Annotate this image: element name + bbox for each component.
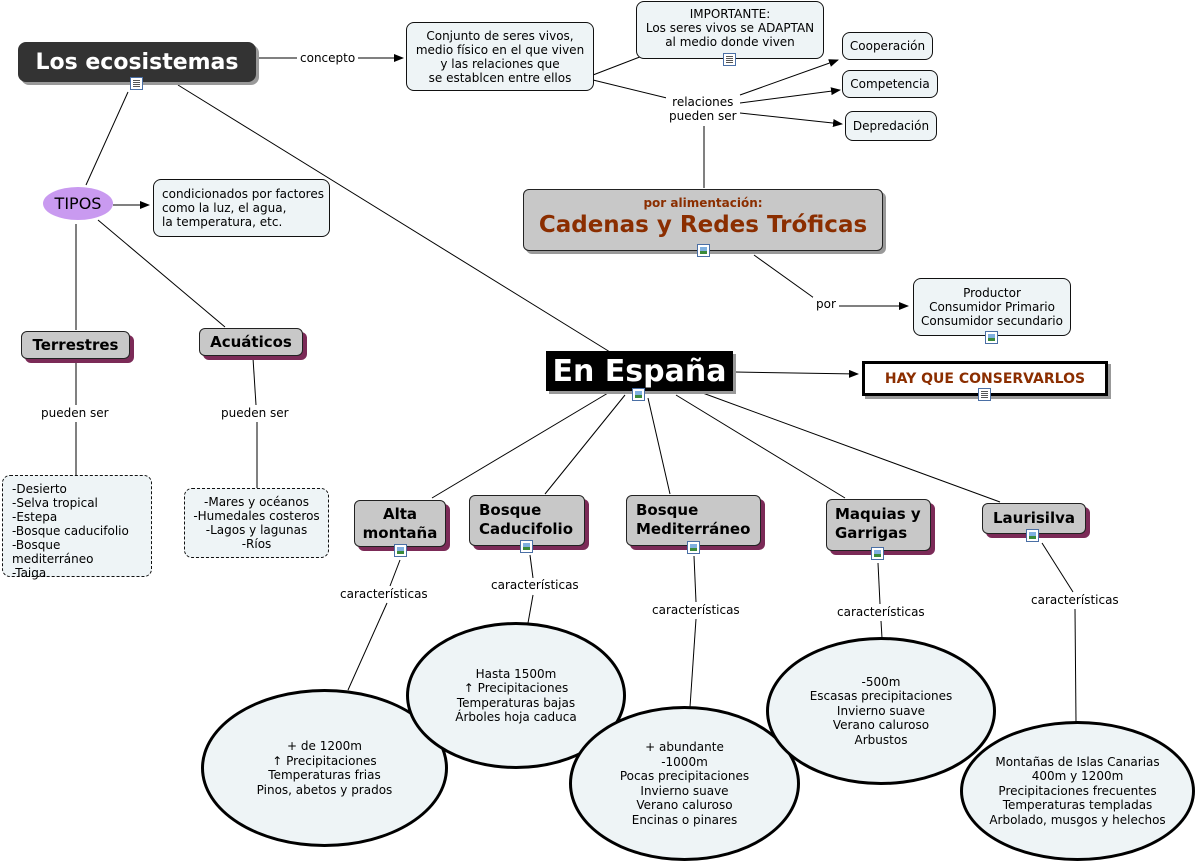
bioma-detail-text: Montañas de Islas Canarias 400m y 1200m … bbox=[989, 754, 1166, 827]
link-caracteristicas: características bbox=[649, 603, 743, 617]
cadenas-node[interactable]: por alimentación: Cadenas y Redes Trófic… bbox=[523, 189, 883, 251]
acuaticos-label: Acuáticos bbox=[210, 332, 292, 351]
bioma-detail-text: Hasta 1500m ↑ Precipitaciones Temperatur… bbox=[455, 666, 577, 725]
bioma-alta-montana-detail[interactable]: + de 1200m ↑ Precipitaciones Temperatura… bbox=[201, 689, 448, 847]
bioma-bosque-caducifolio[interactable]: Bosque Caducifolio bbox=[469, 495, 585, 546]
link-concepto: concepto bbox=[297, 51, 359, 65]
link-pueden-ser-terrestres: pueden ser bbox=[38, 406, 112, 420]
tipos-definition[interactable]: condicionados por factores como la luz, … bbox=[153, 179, 330, 237]
link-relaciones: relaciones pueden ser bbox=[666, 95, 740, 123]
bioma-detail-text: -500m Escasas precipitaciones Invierno s… bbox=[809, 674, 953, 747]
espana-node[interactable]: En España bbox=[546, 351, 733, 391]
link-caracteristicas: características bbox=[1028, 593, 1122, 607]
bioma-maquias-garrigas-detail[interactable]: -500m Escasas precipitaciones Invierno s… bbox=[766, 637, 996, 785]
trofico-node[interactable]: Productor Consumidor Primario Consumidor… bbox=[913, 278, 1071, 336]
bioma-label: Bosque Caducifolio bbox=[479, 501, 573, 538]
acuaticos-list[interactable]: -Mares y océanos -Humedales costeros -La… bbox=[184, 488, 329, 558]
relacion-label: Depredación bbox=[852, 119, 930, 133]
bioma-label: Laurisilva bbox=[992, 509, 1075, 527]
note-icon[interactable] bbox=[723, 53, 736, 66]
title-node[interactable]: Los ecosistemas bbox=[18, 42, 256, 82]
importante-node[interactable]: IMPORTANTE: Los seres vivos se ADAPTAN a… bbox=[636, 1, 824, 59]
terrestres-node[interactable]: Terrestres bbox=[21, 331, 130, 359]
tipos-label: TIPOS bbox=[54, 194, 102, 213]
importante-text: IMPORTANTE: Los seres vivos se ADAPTAN a… bbox=[645, 7, 815, 49]
acuaticos-node[interactable]: Acuáticos bbox=[199, 328, 303, 356]
bioma-laurisilva-detail[interactable]: Montañas de Islas Canarias 400m y 1200m … bbox=[960, 721, 1195, 861]
image-icon[interactable] bbox=[632, 388, 645, 401]
note-icon[interactable] bbox=[978, 388, 991, 401]
relacion-competencia[interactable]: Competencia bbox=[842, 70, 938, 98]
link-caracteristicas: características bbox=[337, 587, 431, 601]
image-icon[interactable] bbox=[1026, 529, 1039, 542]
note-icon[interactable] bbox=[130, 77, 143, 90]
concepto-definition-text: Conjunto de seres vivos, medio físico en… bbox=[415, 28, 585, 85]
bioma-detail-text: + abundante -1000m Pocas precipitaciones… bbox=[619, 740, 750, 827]
link-por: por bbox=[813, 297, 839, 311]
image-icon[interactable] bbox=[394, 544, 407, 557]
terrestres-list[interactable]: -Desierto -Selva tropical -Estepa -Bosqu… bbox=[2, 475, 152, 580]
espana-label: En España bbox=[552, 353, 727, 389]
bioma-label: Maquias y Garrigas bbox=[835, 505, 921, 542]
image-icon[interactable] bbox=[985, 331, 998, 344]
relacion-label: Competencia bbox=[850, 77, 930, 91]
tipos-definition-text: condicionados por factores como la luz, … bbox=[162, 187, 324, 229]
bioma-alta-montana[interactable]: Alta montaña bbox=[354, 500, 446, 547]
bioma-bosque-mediterraneo-detail[interactable]: + abundante -1000m Pocas precipitaciones… bbox=[569, 706, 800, 861]
cadenas-title: Cadenas y Redes Tróficas bbox=[538, 212, 868, 238]
link-caracteristicas: características bbox=[834, 605, 928, 619]
bioma-label: Alta montaña bbox=[362, 505, 438, 542]
bioma-bosque-mediterraneo[interactable]: Bosque Mediterráneo bbox=[626, 495, 761, 546]
relacion-label: Cooperación bbox=[849, 39, 926, 53]
image-icon[interactable] bbox=[687, 541, 700, 554]
trofico-text: Productor Consumidor Primario Consumidor… bbox=[921, 286, 1063, 328]
tipos-node[interactable]: TIPOS bbox=[43, 187, 113, 220]
bioma-maquias-garrigas[interactable]: Maquias y Garrigas bbox=[826, 499, 931, 551]
acuaticos-list-text: -Mares y océanos -Humedales costeros -La… bbox=[193, 495, 320, 551]
bioma-detail-text: + de 1200m ↑ Precipitaciones Temperatura… bbox=[256, 739, 393, 797]
relacion-depredacion[interactable]: Depredación bbox=[845, 111, 937, 141]
relacion-cooperacion[interactable]: Cooperación bbox=[842, 32, 933, 60]
link-pueden-ser-acuaticos: pueden ser bbox=[218, 406, 292, 420]
concepto-definition[interactable]: Conjunto de seres vivos, medio físico en… bbox=[406, 22, 594, 91]
terrestres-label: Terrestres bbox=[32, 335, 119, 354]
bioma-label: Bosque Mediterráneo bbox=[636, 501, 751, 538]
image-icon[interactable] bbox=[871, 547, 884, 560]
cadenas-subtitle: por alimentación: bbox=[643, 196, 763, 210]
terrestres-list-text: -Desierto -Selva tropical -Estepa -Bosqu… bbox=[12, 482, 129, 580]
image-icon[interactable] bbox=[697, 244, 710, 257]
conservar-label: HAY QUE CONSERVARLOS bbox=[884, 370, 1086, 387]
image-icon[interactable] bbox=[520, 540, 533, 553]
link-caracteristicas: características bbox=[488, 578, 582, 592]
title-text: Los ecosistemas bbox=[35, 49, 239, 75]
